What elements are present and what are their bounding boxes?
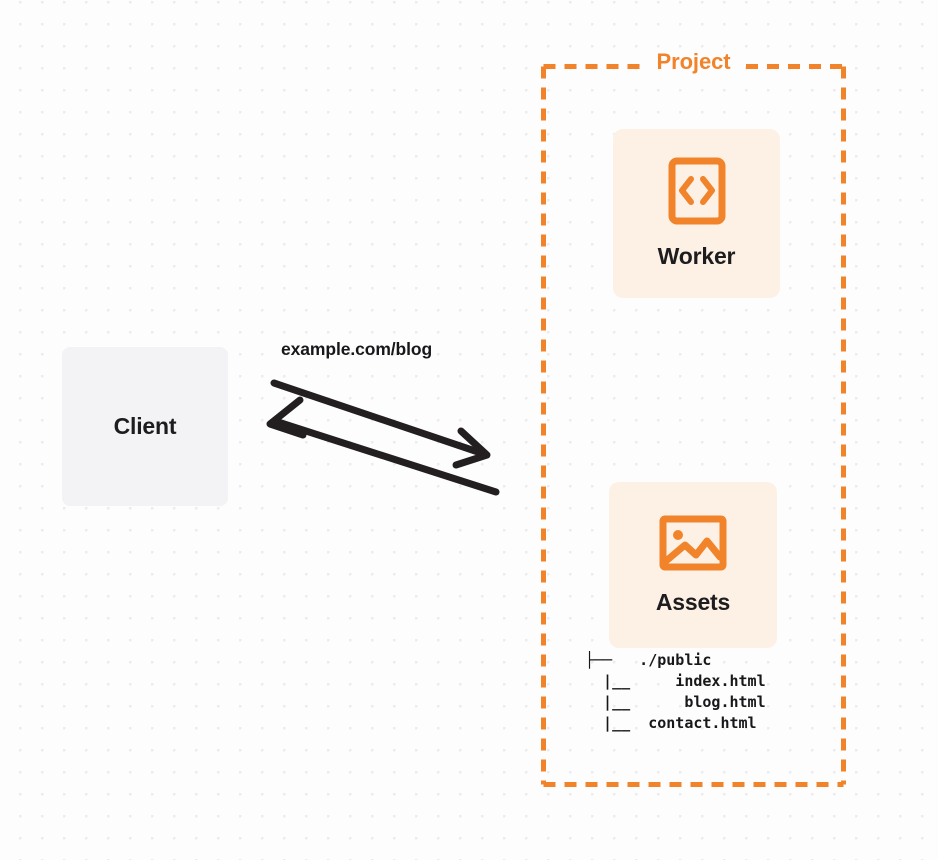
file-tree-row: |__ index.html xyxy=(585,672,766,690)
client-node: Client xyxy=(62,347,228,506)
file-tree-row: ├── ./public xyxy=(585,651,712,669)
project-title: Project xyxy=(649,49,738,75)
project-group: Project Worker Assets ├── ./public |__ i… xyxy=(541,49,846,787)
image-icon xyxy=(659,515,727,570)
request-arrow-icon xyxy=(270,379,491,469)
client-label: Client xyxy=(113,413,177,439)
assets-label: Assets xyxy=(655,588,731,615)
file-tree-row: |__ blog.html xyxy=(585,693,766,711)
worker-label: Worker xyxy=(657,243,736,269)
code-brackets-icon xyxy=(668,157,725,225)
project-dashed-border xyxy=(541,64,846,787)
assets-file-tree: ├── ./public |__ index.html |__ blog.htm… xyxy=(585,650,766,734)
file-tree-row: |__ contact.html xyxy=(585,714,757,732)
connection-label: example.com/blog xyxy=(281,339,433,359)
assets-node: Assets xyxy=(609,482,777,648)
worker-node: Worker xyxy=(613,129,780,298)
response-arrow-icon xyxy=(266,396,500,496)
